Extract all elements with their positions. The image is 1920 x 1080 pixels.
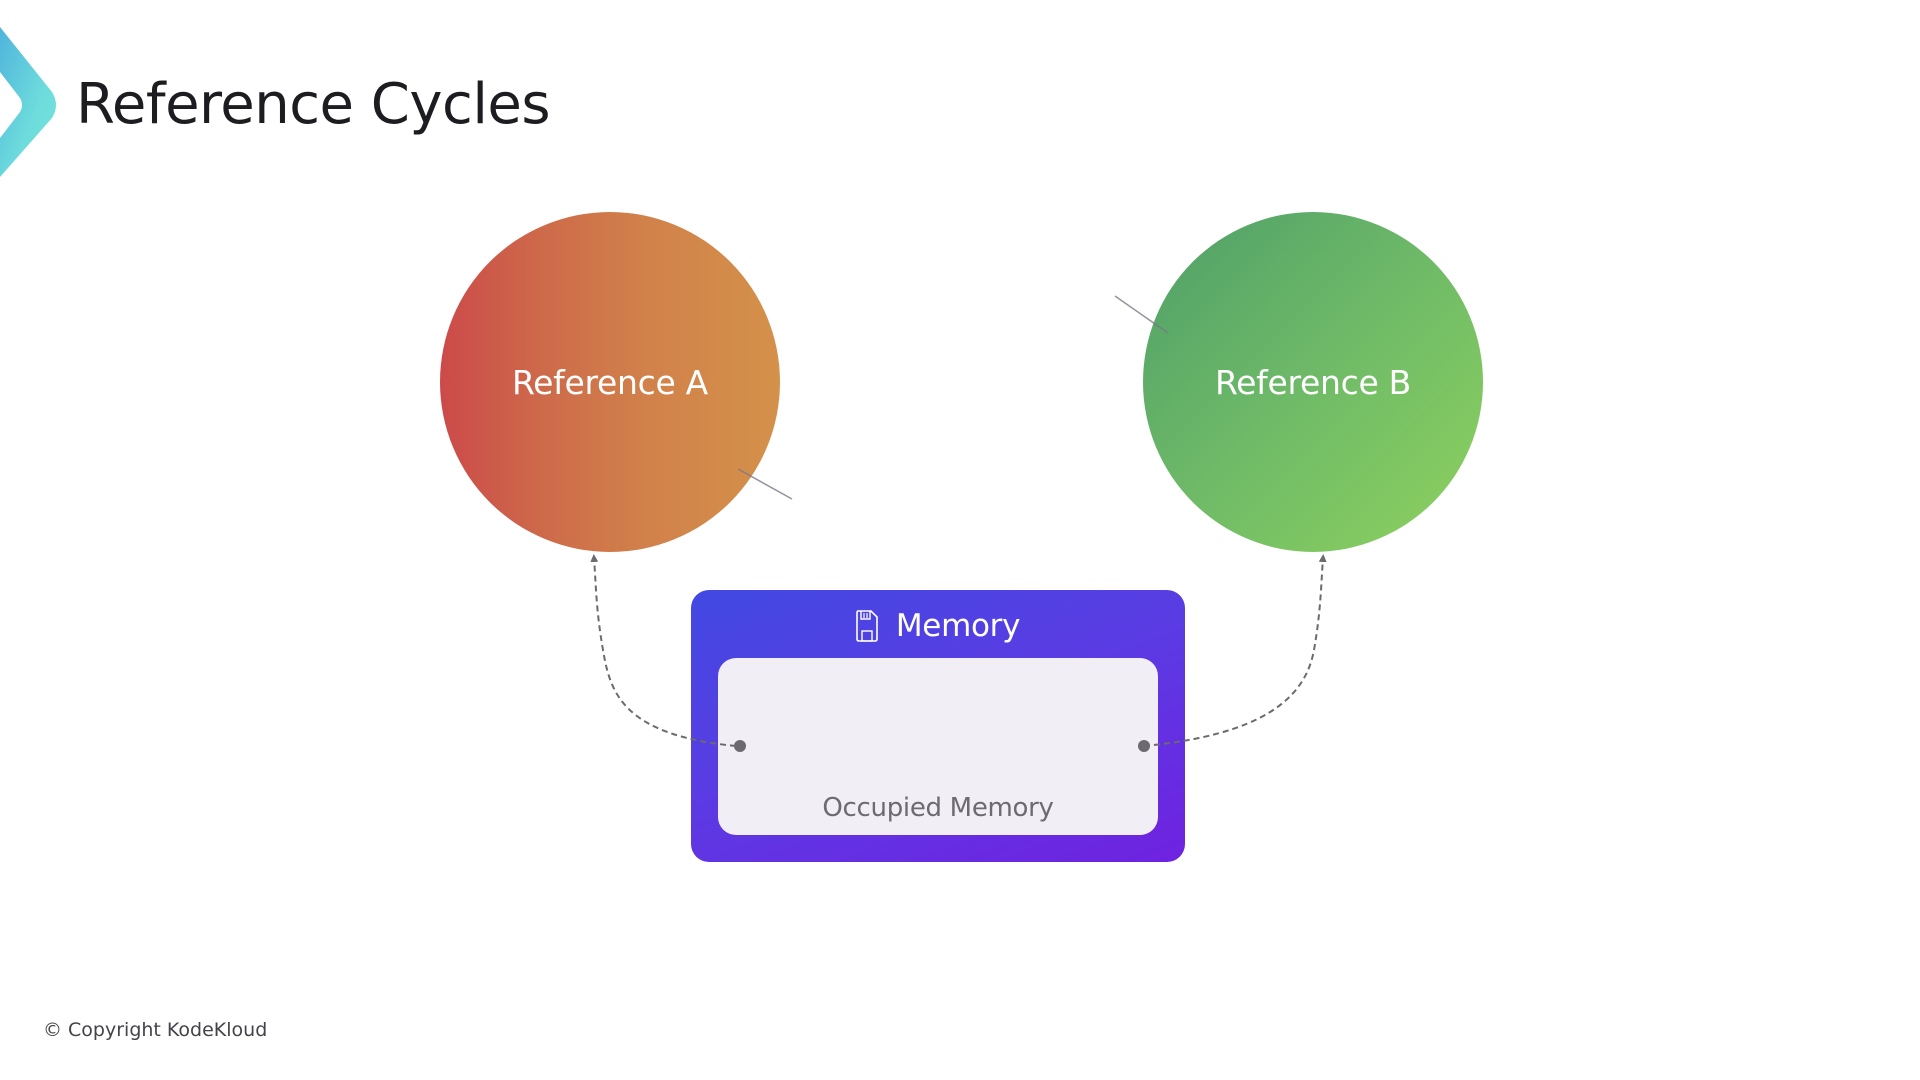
occupied-memory-block: Occupied Memory (718, 658, 1158, 835)
reference-b-label: Reference B (1214, 362, 1411, 402)
occupied-memory-label: Occupied Memory (822, 793, 1054, 823)
reference-a-label: Reference A (512, 362, 708, 402)
floppy-disk-icon (856, 610, 878, 642)
reference-b-node: Reference B (1143, 212, 1483, 552)
memory-container: Memory Occupied Memory (691, 590, 1185, 862)
slide-title: Reference Cycles (76, 72, 551, 137)
memory-title: Memory (895, 608, 1021, 644)
memory-header: Memory (691, 604, 1185, 648)
chevron-right-logo-icon (0, 27, 56, 177)
reference-a-node: Reference A (440, 212, 780, 552)
copyright-footer: © Copyright KodeKloud (43, 1019, 268, 1041)
